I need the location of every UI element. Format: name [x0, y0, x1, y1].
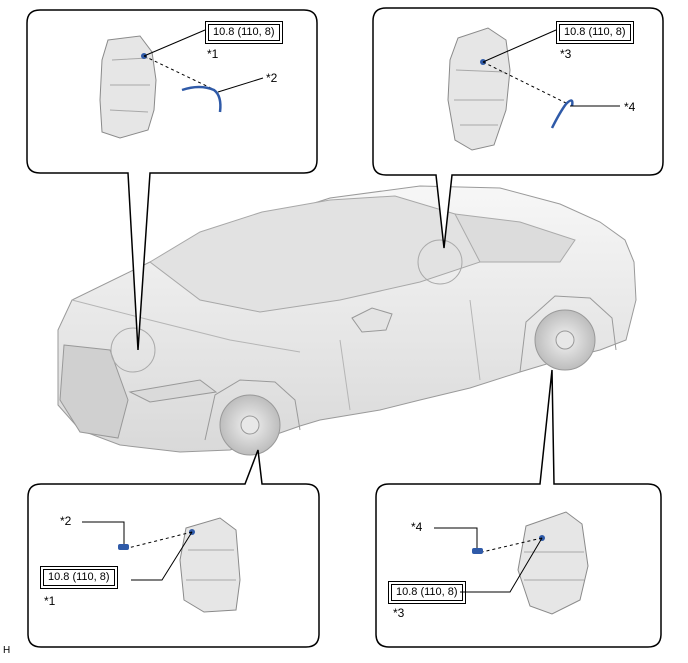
bleeder-cap-front-lower [118, 544, 129, 550]
torque-box-front-upper: 10.8 (110, 8) [205, 21, 283, 44]
torque-value: 10.8 (110, 8) [208, 24, 280, 41]
part-label-front-upper: *1 [207, 47, 219, 61]
hose-label-rear-upper: *4 [624, 100, 636, 114]
bleeder-cap-rear-lower [472, 548, 483, 554]
car-illustration [57, 185, 637, 456]
torque-value: 10.8 (110, 8) [559, 24, 631, 41]
rear-wheel-arch [519, 295, 617, 373]
rear-caliper-upper [447, 27, 620, 151]
front-brake-ghost [110, 327, 156, 373]
car-door-line [339, 299, 481, 411]
callout-rear-lower-right [375, 369, 662, 648]
rear-wheel-hub [555, 330, 575, 350]
car-grille [59, 344, 129, 439]
brake-hose-rear-upper [550, 99, 574, 129]
torque-box-rear-lower: 10.8 (110, 8) [388, 581, 466, 604]
torque-value: 10.8 (110, 8) [43, 569, 115, 586]
front-wheel-hub [240, 415, 260, 435]
callout-frame-front-lower-left [27, 449, 320, 648]
torque-box-front-lower: 10.8 (110, 8) [40, 566, 118, 589]
rear-caliper-lower-body [517, 511, 589, 615]
car-mirror [351, 307, 393, 333]
front-caliper-upper [99, 29, 264, 139]
front-caliper-upper-body [99, 35, 157, 139]
callout-frame-front-upper-left [26, 9, 318, 351]
front-wheel-arch [204, 379, 301, 441]
car-hood-line [71, 299, 301, 353]
front-caliper-lower [82, 517, 241, 613]
rear-brake-ghost [417, 239, 463, 285]
hose-label-front-upper: *2 [266, 71, 278, 85]
torque-box-rear-upper: 10.8 (110, 8) [556, 21, 634, 44]
callout-rear-upper-right [372, 7, 664, 249]
callout-front-lower-left [27, 449, 320, 648]
brake-hose-front-upper [181, 85, 222, 113]
car-side-window [454, 213, 576, 263]
corner-code: H [3, 645, 11, 656]
callout-front-upper-left [26, 9, 318, 351]
hose-label-front-lower: *2 [60, 514, 72, 528]
part-label-rear-upper: *3 [560, 47, 572, 61]
rear-caliper-lower [434, 511, 589, 615]
callout-frame-rear-upper-right [372, 7, 664, 249]
hose-label-rear-lower: *4 [411, 520, 423, 534]
part-label-rear-lower: *3 [393, 606, 405, 620]
callout-frame-rear-lower-right [375, 369, 662, 648]
front-caliper-lower-body [179, 517, 241, 613]
part-label-front-lower: *1 [44, 594, 56, 608]
torque-value: 10.8 (110, 8) [391, 584, 463, 601]
car-headlight [128, 379, 218, 403]
rear-caliper-upper-body [447, 27, 511, 151]
